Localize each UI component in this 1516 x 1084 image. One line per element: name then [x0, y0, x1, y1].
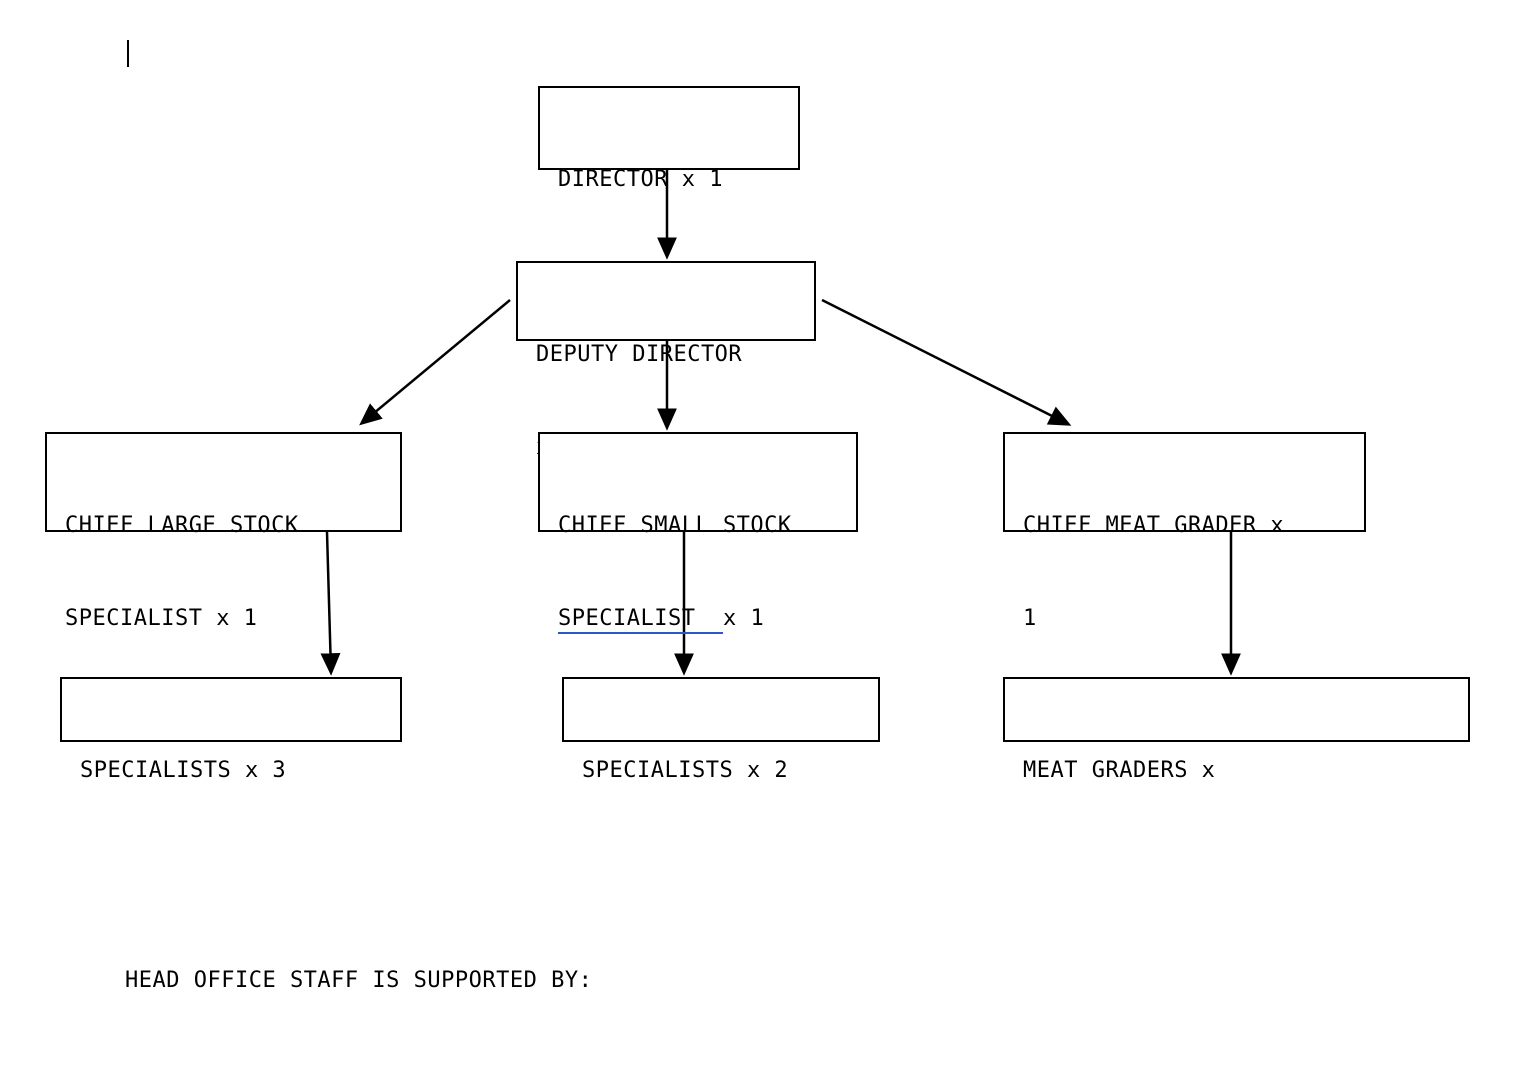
node-specialists-small-stock[interactable]: SPECIALISTS x 2: [562, 677, 880, 783]
node-chief-small-stock-line-2-rest: x 1: [722, 606, 765, 631]
text-caret: [127, 40, 129, 67]
node-chief-large-stock-line-2: SPECIALIST x 1: [65, 606, 258, 631]
node-specialists-small-stock-line-1: SPECIALISTS x 2: [582, 758, 789, 783]
footer-heading: HEAD OFFICE STAFF IS SUPPORTED BY:: [125, 968, 593, 993]
node-chief-large-stock-specialist[interactable]: CHIEF LARGE STOCK SPECIALIST x 1: [45, 432, 402, 631]
node-director[interactable]: DIRECTOR x 1: [538, 86, 800, 192]
node-chief-meat-grader[interactable]: CHIEF MEAT GRADER x 1: [1003, 432, 1366, 631]
footer-list: ●8 PROVINCIAL LIVESTOCK SPECIALIST ●60 D…: [125, 1049, 684, 1084]
node-specialists-large-stock[interactable]: SPECIALISTS x 3: [60, 677, 402, 783]
node-deputy-director-line-1: DEPUTY DIRECTOR: [536, 342, 743, 367]
footer-note: HEAD OFFICE STAFF IS SUPPORTED BY: ●8 PR…: [125, 913, 684, 1084]
node-deputy-director[interactable]: DEPUTY DIRECTOR x 1: [516, 261, 816, 460]
edge-deputy-chief-large: [359, 299, 511, 426]
node-chief-small-stock-line-2: SPECIALIST x 1: [558, 603, 856, 634]
node-chief-small-stock-line-1: CHIEF SMALL STOCK: [558, 513, 792, 538]
node-meat-graders-line-1: MEAT GRADERS x: [1023, 758, 1216, 783]
node-chief-meat-grader-line-1: CHIEF MEAT GRADER x: [1023, 513, 1285, 538]
node-meat-graders[interactable]: MEAT GRADERS x: [1003, 677, 1470, 783]
node-chief-small-stock-specialist[interactable]: CHIEF SMALL STOCK SPECIALIST x 1: [538, 432, 858, 634]
node-chief-large-stock-line-1: CHIEF LARGE STOCK: [65, 513, 299, 538]
node-director-line-1: DIRECTOR x 1: [558, 167, 723, 192]
edge-deputy-chief-meat: [821, 298, 1072, 426]
node-chief-meat-grader-line-2: 1: [1023, 606, 1037, 631]
grammar-error-underline[interactable]: SPECIALIST: [558, 606, 723, 634]
node-specialists-large-stock-line-1: SPECIALISTS x 3: [80, 758, 287, 783]
